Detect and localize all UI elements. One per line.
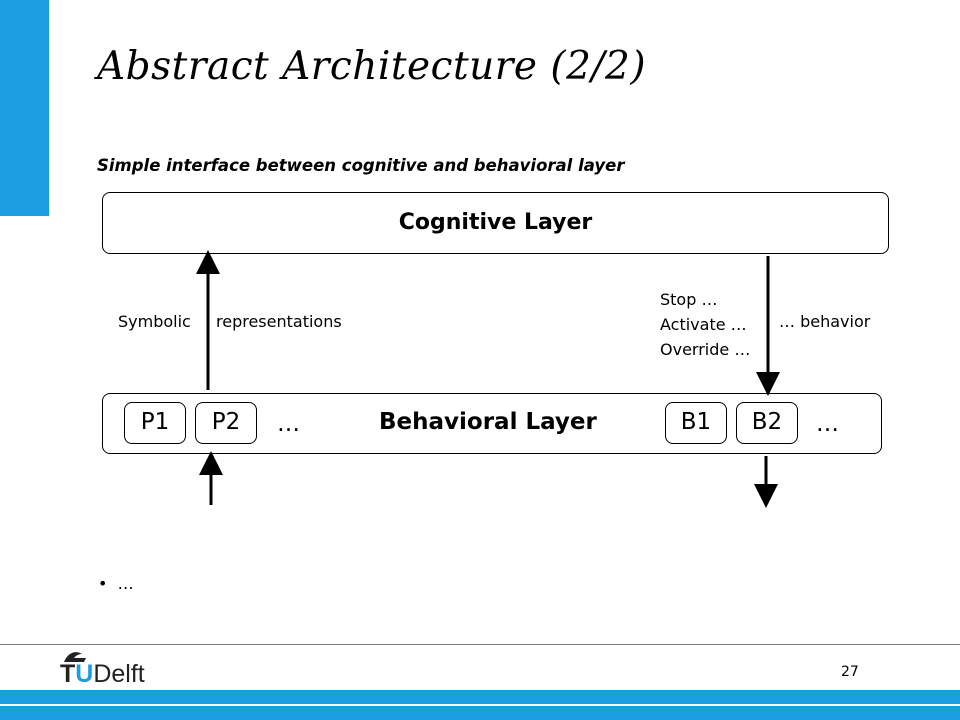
perception-ellipsis: …: [277, 411, 300, 437]
bullet-dot: •: [98, 574, 118, 593]
module-p1: P1: [124, 402, 186, 444]
bullet-text: …: [117, 574, 134, 593]
command-list: Stop … Activate … Override …: [660, 287, 750, 362]
cognitive-layer-label: Cognitive Layer: [398, 210, 593, 235]
symbolic-label: Symbolic: [118, 312, 191, 331]
slide-title: Abstract Architecture (2/2): [97, 44, 647, 89]
module-p2: P2: [195, 402, 257, 444]
tudelft-logo: TUDelft: [60, 648, 160, 688]
tudelft-wordmark: TUDelft: [60, 660, 145, 689]
page-number: 27: [841, 664, 859, 680]
logo-t: T: [60, 660, 76, 688]
accent-bar: [0, 0, 49, 216]
footer-stripe-lower: [0, 706, 960, 720]
cognitive-layer-box: [102, 192, 889, 254]
flame-icon: [64, 652, 86, 662]
command-activate: Activate …: [660, 315, 747, 334]
representations-label: representations: [216, 312, 342, 331]
command-suffix: … behavior: [779, 312, 871, 331]
slide-subtitle: Simple interface between cognitive and b…: [97, 156, 625, 175]
command-stop: Stop …: [660, 290, 718, 309]
logo-delft: Delft: [93, 660, 145, 688]
command-override: Override …: [660, 340, 751, 359]
bullet-item: • …: [98, 574, 134, 593]
module-b1: B1: [665, 402, 727, 444]
logo-u: U: [75, 660, 94, 688]
module-b2: B2: [736, 402, 798, 444]
footer-divider: [0, 644, 960, 645]
behavior-ellipsis: …: [816, 411, 839, 437]
footer-stripe: [0, 690, 960, 704]
behavioral-layer-label: Behavioral Layer: [379, 409, 597, 435]
